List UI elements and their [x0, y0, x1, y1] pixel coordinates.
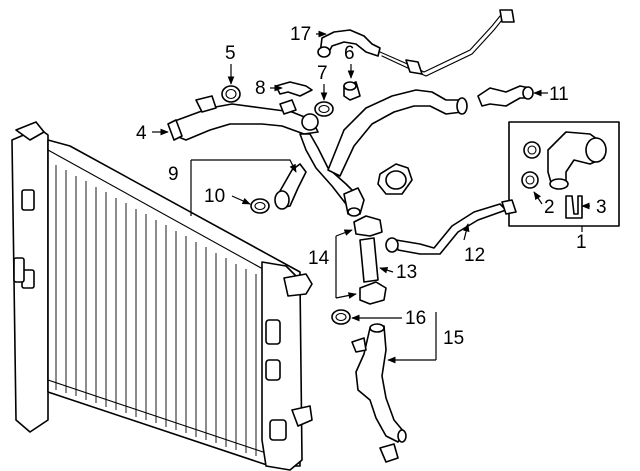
clip-8 [275, 81, 313, 97]
callout-7: 7 [317, 63, 328, 84]
callout-15: 15 [443, 328, 464, 349]
callout-12: 12 [464, 245, 485, 266]
callout-3: 3 [596, 197, 607, 218]
o-ring-10 [250, 198, 270, 214]
lower-coolant-pipe [351, 323, 407, 463]
o-ring-7 [314, 101, 334, 117]
radiator [11, 121, 313, 471]
o-ring-5 [221, 85, 241, 103]
leader-lines [152, 30, 590, 364]
o-ring-16 [331, 309, 351, 325]
callout-6: 6 [344, 43, 355, 64]
callout-9: 9 [168, 164, 179, 185]
coolant-line [385, 199, 517, 255]
coolant-pipe-flange [167, 95, 319, 141]
callout-14: 14 [308, 248, 330, 269]
callout-labels: 1 2 3 4 5 6 7 8 9 10 11 12 13 14 15 16 1… [136, 24, 607, 349]
callout-5: 5 [225, 43, 236, 64]
coolant-hose-with-line [317, 9, 515, 77]
callout-2: 2 [544, 197, 555, 218]
callout-10: 10 [204, 186, 225, 207]
callout-8: 8 [255, 78, 266, 99]
callout-16: 16 [405, 308, 426, 329]
callout-11: 11 [549, 84, 569, 105]
coolant-pipe-assembly [274, 89, 468, 217]
callout-17: 17 [290, 24, 311, 45]
callout-4: 4 [136, 123, 147, 144]
callout-1: 1 [576, 232, 587, 253]
callout-13: 13 [396, 262, 417, 283]
hose-with-clamps [353, 215, 387, 305]
coolant-hose [477, 85, 534, 107]
hose-kit-box [508, 121, 620, 227]
sensor-6 [343, 81, 361, 101]
